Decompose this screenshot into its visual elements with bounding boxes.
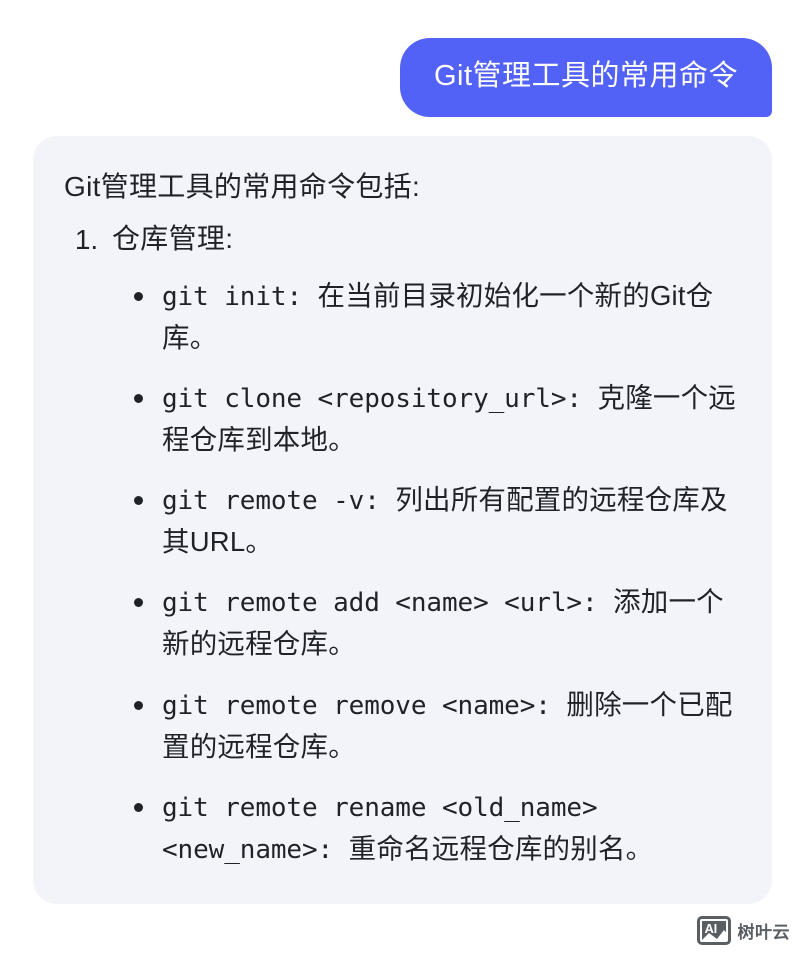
command-separator: : — [535, 690, 567, 721]
bullet-dot-icon — [134, 700, 143, 710]
command-description: 列出所有配置的远程仓库及其URL。 — [162, 484, 728, 558]
list-item: git remote add <name> <url>: 添加一个新的远程仓库。 — [134, 581, 744, 664]
ai-image-icon: AI — [696, 916, 731, 945]
section-item: 仓库管理: git init: 在当前目录初始化一个新的Git仓库。 git c… — [106, 218, 744, 870]
command-separator: : — [566, 383, 598, 414]
command-description: 删除一个已配置的远程仓库。 — [162, 688, 733, 762]
list-item: git init: 在当前目录初始化一个新的Git仓库。 — [134, 275, 744, 358]
command-description: 在当前目录初始化一个新的Git仓库。 — [162, 279, 714, 353]
watermark: AI 树叶云 — [696, 916, 791, 945]
bullet-dot-icon — [134, 802, 143, 812]
ai-icon-label: AI — [704, 921, 718, 936]
assistant-message-row: Git管理工具的常用命令包括: 仓库管理: git init: 在当前目录初始化… — [0, 117, 800, 904]
user-message-row: Git管理工具的常用命令 — [0, 0, 800, 118]
list-item: git remote remove <name>: 删除一个已配置的远程仓库。 — [134, 684, 744, 767]
command-separator: : — [364, 486, 396, 517]
command-text: git clone <repository_url> — [162, 383, 567, 414]
command-text: git remote -v — [162, 486, 365, 517]
command-text: git remote remove <name> — [162, 690, 536, 721]
watermark-text: 树叶云 — [737, 923, 790, 942]
bullet-dot-icon — [134, 598, 143, 608]
command-bullet-list: git init: 在当前目录初始化一个新的Git仓库。 git clone <… — [106, 275, 744, 870]
bullet-dot-icon — [134, 393, 143, 403]
section-ordered-list: 仓库管理: git init: 在当前目录初始化一个新的Git仓库。 git c… — [61, 218, 744, 870]
command-description: 重命名远程仓库的别名。 — [348, 832, 654, 864]
bullet-dot-icon — [134, 291, 143, 301]
command-text: git remote add <name> <url> — [162, 588, 582, 619]
command-text: git init — [162, 281, 287, 312]
command-separator: : — [581, 588, 614, 619]
command-separator: : — [317, 834, 349, 865]
list-item: git remote -v: 列出所有配置的远程仓库及其URL。 — [134, 479, 744, 562]
assistant-message-bubble[interactable]: Git管理工具的常用命令包括: 仓库管理: git init: 在当前目录初始化… — [33, 136, 772, 904]
command-description: 添加一个新的远程仓库。 — [162, 586, 724, 660]
list-item: git clone <repository_url>: 克隆一个远程仓库到本地。 — [134, 377, 744, 460]
command-text: git remote rename <old_name> <new_name> — [162, 792, 598, 865]
assistant-intro-text: Git管理工具的常用命令包括: — [64, 171, 421, 203]
command-description: 克隆一个远程仓库到本地。 — [162, 381, 736, 455]
mountain-shape-icon — [701, 930, 726, 940]
list-item: git remote rename <old_name> <new_name>:… — [134, 786, 744, 870]
command-separator: : — [286, 281, 318, 312]
section-title: 仓库管理: — [112, 223, 234, 255]
user-message-bubble[interactable]: Git管理工具的常用命令 — [399, 38, 772, 118]
bullet-dot-icon — [134, 496, 143, 506]
